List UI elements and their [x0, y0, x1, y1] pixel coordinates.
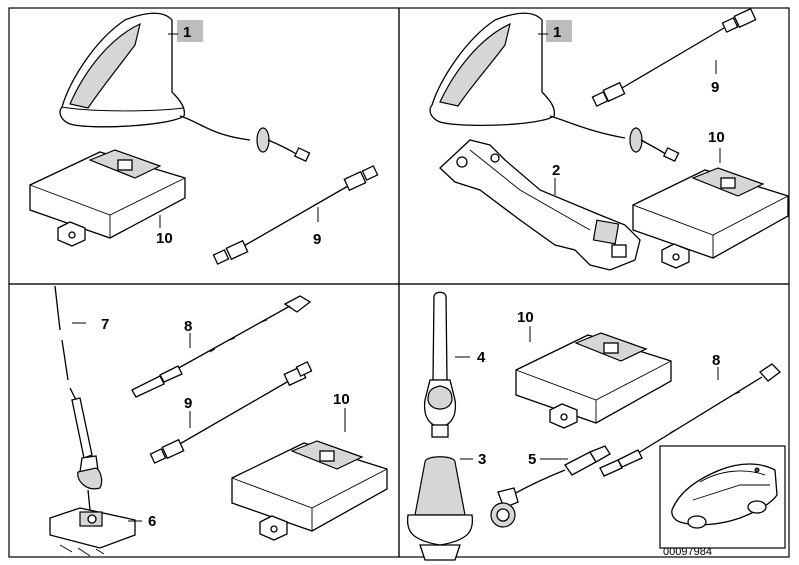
callout-10: 10 — [517, 309, 534, 326]
fakra-cable-2 — [591, 7, 757, 107]
callout-highlight-2 — [546, 20, 572, 42]
callout-8: 8 — [712, 352, 720, 369]
bracket — [439, 139, 641, 271]
antenna-base-mast — [406, 456, 474, 561]
callout-9: 9 — [313, 231, 321, 248]
callout-2: 2 — [552, 162, 560, 179]
callout-10: 10 — [333, 391, 350, 408]
rod-antenna — [54, 285, 103, 511]
panel-bottom-right — [398, 283, 790, 558]
callout-7: 7 — [101, 316, 109, 333]
shark-fin-antenna-2 — [429, 12, 680, 163]
callout-1: 1 — [183, 24, 191, 41]
reference-number: 00097984 — [663, 546, 712, 558]
amplifier-box-2 — [632, 167, 789, 269]
callout-1: 1 — [553, 24, 561, 41]
amplifier-box — [29, 149, 186, 247]
fakra-cable — [212, 165, 379, 265]
cable-5 — [490, 445, 611, 528]
coax-cable-8 — [131, 295, 312, 398]
callout-10: 10 — [156, 230, 173, 247]
amplifier-box-4 — [515, 332, 672, 429]
callout-10: 10 — [708, 129, 725, 146]
callout-9: 9 — [184, 395, 192, 412]
shark-fin-antenna — [59, 12, 311, 163]
callout-highlight — [177, 20, 203, 42]
fakra-cable-3 — [149, 361, 313, 464]
callout-5-label: 5 — [528, 451, 536, 468]
antenna-whip — [423, 291, 457, 438]
coax-cable-8-b — [599, 363, 781, 477]
callout-4: 4 — [477, 349, 486, 366]
vehicle-reference-inset — [659, 445, 786, 549]
callout-8: 8 — [184, 318, 192, 335]
callout-6: 6 — [148, 513, 156, 530]
callout-9: 9 — [711, 79, 719, 96]
antenna-base — [49, 507, 136, 557]
callout-3: 3 — [478, 451, 486, 468]
amplifier-box-3 — [231, 440, 388, 541]
